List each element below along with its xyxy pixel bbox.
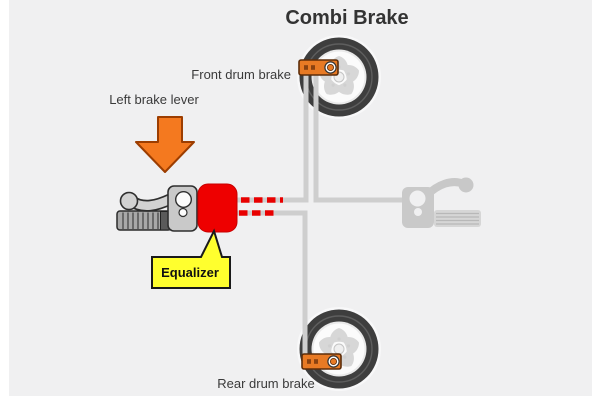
left-brake-lever-icon: [116, 183, 238, 233]
equalizer-label: Equalizer: [161, 265, 219, 280]
front-drum-brake-icon: [298, 59, 339, 76]
rear-drum-brake-icon: [301, 353, 342, 370]
left-lever-knob: [119, 191, 139, 211]
front-drum-label: Front drum brake: [191, 67, 291, 82]
front-wheel: [296, 34, 382, 120]
right-brake-lever-icon: [402, 177, 481, 228]
right-grip: [434, 210, 481, 227]
equalizer-callout: Equalizer: [151, 228, 231, 289]
rear-drum-label: Rear drum brake: [217, 376, 315, 391]
equalizer-output-dashes: [239, 197, 283, 216]
down-arrow-icon: [135, 116, 195, 173]
equalizer-box: [197, 183, 238, 233]
cable-right-lever-to-front: [313, 68, 403, 203]
left-lever-label: Left brake lever: [109, 92, 199, 107]
diagram-title: Combi Brake: [285, 7, 408, 29]
right-lever-knob: [458, 177, 474, 193]
